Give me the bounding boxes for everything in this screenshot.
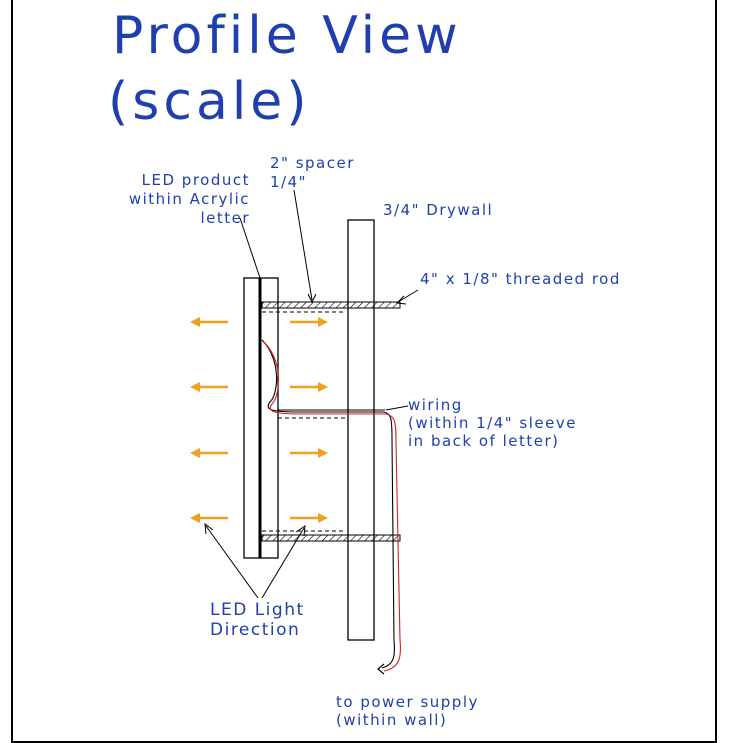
- label-threaded-rod: 4" x 1/8" threaded rod: [420, 270, 621, 288]
- frame-left-border: [11, 0, 13, 743]
- leader-rod: [397, 289, 419, 303]
- arrow-right-4-head: [318, 513, 328, 523]
- label-led-product-1: LED product: [141, 171, 250, 189]
- label-led-product-2: within Acrylic: [128, 190, 250, 208]
- leader-light-left: [205, 525, 259, 599]
- leader-light-left-head: [204, 522, 214, 535]
- title-line-2: (scale): [108, 72, 311, 132]
- frame-bottom-border: [11, 741, 717, 743]
- threaded-rod-bottom: [261, 534, 401, 542]
- label-wiring-2: (within 1/4" sleeve: [408, 414, 577, 432]
- leader-light-right-head: [295, 524, 306, 537]
- arrow-left-1-head: [190, 317, 200, 327]
- drywall-panel: [347, 219, 375, 641]
- title-line-1: Profile View: [112, 6, 462, 66]
- leader-lines: [204, 189, 419, 599]
- light-arrows-right: [290, 317, 328, 523]
- label-power-supply-2: (within wall): [336, 711, 448, 729]
- label-power-supply-1: to power supply: [336, 693, 479, 711]
- arrow-left-2-head: [190, 382, 200, 392]
- threaded-rod-top: [261, 301, 401, 309]
- label-light-direction-1: LED Light: [210, 600, 305, 620]
- arrow-left-4-head: [190, 513, 200, 523]
- power-arrowhead: [377, 663, 385, 675]
- label-led-product-3: letter: [200, 209, 250, 227]
- arrow-right-3-head: [318, 448, 328, 458]
- label-spacer-2: 1/4": [270, 173, 308, 191]
- leader-spacer: [293, 189, 313, 301]
- leader-spacer-head: [307, 293, 317, 304]
- wire-black: [261, 339, 396, 669]
- frame-right-border: [715, 0, 717, 743]
- arrow-left-3-head: [190, 448, 200, 458]
- wire-red: [263, 341, 402, 672]
- label-drywall: 3/4" Drywall: [383, 201, 494, 219]
- light-arrows-left: [190, 317, 228, 523]
- label-wiring-1: wiring: [408, 396, 463, 414]
- leader-light-right: [261, 527, 305, 599]
- leader-wiring: [385, 405, 409, 411]
- letter-back: [259, 277, 279, 559]
- label-spacer-1: 2" spacer: [270, 154, 355, 172]
- label-wiring-3: in back of letter): [408, 432, 560, 450]
- leader-rod-head: [395, 295, 407, 305]
- acrylic-letter-face: [243, 277, 261, 559]
- arrow-right-2-head: [318, 382, 328, 392]
- arrow-right-1-head: [318, 317, 328, 327]
- label-light-direction-2: Direction: [210, 620, 301, 640]
- leader-led-product: [239, 217, 261, 279]
